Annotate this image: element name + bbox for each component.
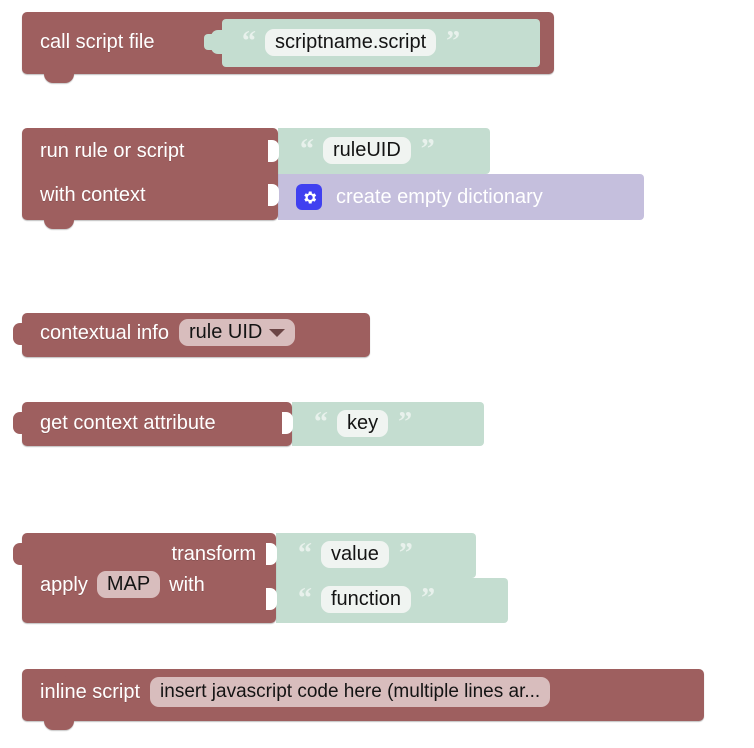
block-body[interactable]: inline script insert javascript code her… bbox=[22, 662, 704, 730]
bottom-connector-notch bbox=[44, 720, 74, 730]
output-plug bbox=[13, 412, 30, 434]
block-label: inline script bbox=[40, 681, 141, 703]
input-socket-context bbox=[268, 184, 279, 206]
nested-string-block[interactable]: “ scriptname.script ” bbox=[204, 19, 540, 67]
block-contextual-info[interactable]: contextual info rule UID bbox=[13, 313, 370, 357]
bottom-connector-notch bbox=[44, 219, 74, 229]
block-call-script-file[interactable]: call script file “ scriptname.script ” bbox=[22, 5, 554, 83]
top-connector-notch bbox=[37, 5, 81, 20]
block-get-context-attribute[interactable]: “ key ” get context attribute bbox=[13, 402, 484, 446]
value-field[interactable]: value bbox=[321, 540, 389, 568]
input-socket-value bbox=[266, 543, 277, 565]
block-body[interactable]: get context attribute bbox=[13, 402, 293, 446]
chevron-down-icon bbox=[269, 329, 286, 337]
block-body[interactable]: call script file “ scriptname.script ” bbox=[22, 5, 554, 83]
quote-open-icon: “ bbox=[300, 134, 314, 165]
block-body[interactable]: transform apply MAP with bbox=[13, 533, 277, 623]
code-field[interactable]: insert javascript code here (multiple li… bbox=[150, 677, 551, 707]
block-label: contextual info bbox=[40, 321, 169, 344]
nested-string-block-value[interactable]: “ value ” bbox=[276, 533, 476, 578]
bottom-connector-notch bbox=[44, 73, 74, 83]
block-run-rule-or-script[interactable]: “ ruleUID ” create empty dictionary run … bbox=[22, 121, 644, 229]
function-field[interactable]: function bbox=[321, 585, 412, 613]
top-connector-notch bbox=[37, 121, 81, 136]
block-label-apply: apply bbox=[40, 573, 88, 596]
input-socket-rule bbox=[268, 140, 279, 162]
nested-string-block-rule-uid[interactable]: “ ruleUID ” bbox=[278, 128, 490, 174]
nested-string-block-function[interactable]: “ function ” bbox=[276, 578, 508, 623]
key-field[interactable]: key bbox=[337, 409, 389, 437]
block-body[interactable]: run rule or script with context bbox=[22, 121, 279, 229]
quote-open-icon: “ bbox=[314, 407, 328, 438]
rule-uid-field[interactable]: ruleUID bbox=[323, 136, 411, 164]
quote-open-icon: “ bbox=[298, 538, 312, 569]
dropdown-value: rule UID bbox=[188, 321, 263, 343]
block-transform-apply[interactable]: “ value ” “ function ” transform apply M… bbox=[13, 533, 508, 623]
input-socket-function bbox=[266, 588, 277, 610]
input-socket-key bbox=[282, 412, 293, 434]
block-body[interactable]: contextual info rule UID bbox=[13, 313, 370, 357]
output-plug bbox=[13, 543, 30, 565]
value-plug bbox=[204, 30, 223, 54]
quote-close-icon: ” bbox=[446, 26, 460, 57]
block-label-transform: transform bbox=[171, 543, 256, 565]
gear-icon[interactable] bbox=[296, 184, 322, 210]
contextual-info-dropdown[interactable]: rule UID bbox=[178, 319, 296, 346]
nested-dictionary-block[interactable]: create empty dictionary bbox=[278, 174, 644, 220]
dictionary-block-label: create empty dictionary bbox=[336, 186, 543, 208]
quote-open-icon: “ bbox=[242, 26, 256, 57]
block-label-line1: run rule or script bbox=[40, 140, 185, 162]
script-name-field[interactable]: scriptname.script bbox=[265, 28, 437, 56]
output-plug bbox=[13, 323, 30, 345]
block-inline-script[interactable]: inline script insert javascript code her… bbox=[22, 662, 704, 730]
quote-close-icon: ” bbox=[420, 134, 435, 165]
block-label-line2: with context bbox=[40, 184, 146, 206]
quote-open-icon: “ bbox=[298, 583, 312, 614]
block-label: get context attribute bbox=[40, 412, 216, 434]
block-label: call script file bbox=[40, 31, 155, 53]
nested-string-block-key[interactable]: “ key ” bbox=[292, 402, 484, 446]
top-connector-notch bbox=[37, 662, 81, 677]
block-label-with: with bbox=[169, 573, 205, 596]
quote-close-icon: ” bbox=[398, 407, 412, 438]
quote-close-icon: ” bbox=[398, 538, 413, 569]
quote-close-icon: ” bbox=[421, 583, 435, 614]
operation-field[interactable]: MAP bbox=[96, 571, 161, 598]
